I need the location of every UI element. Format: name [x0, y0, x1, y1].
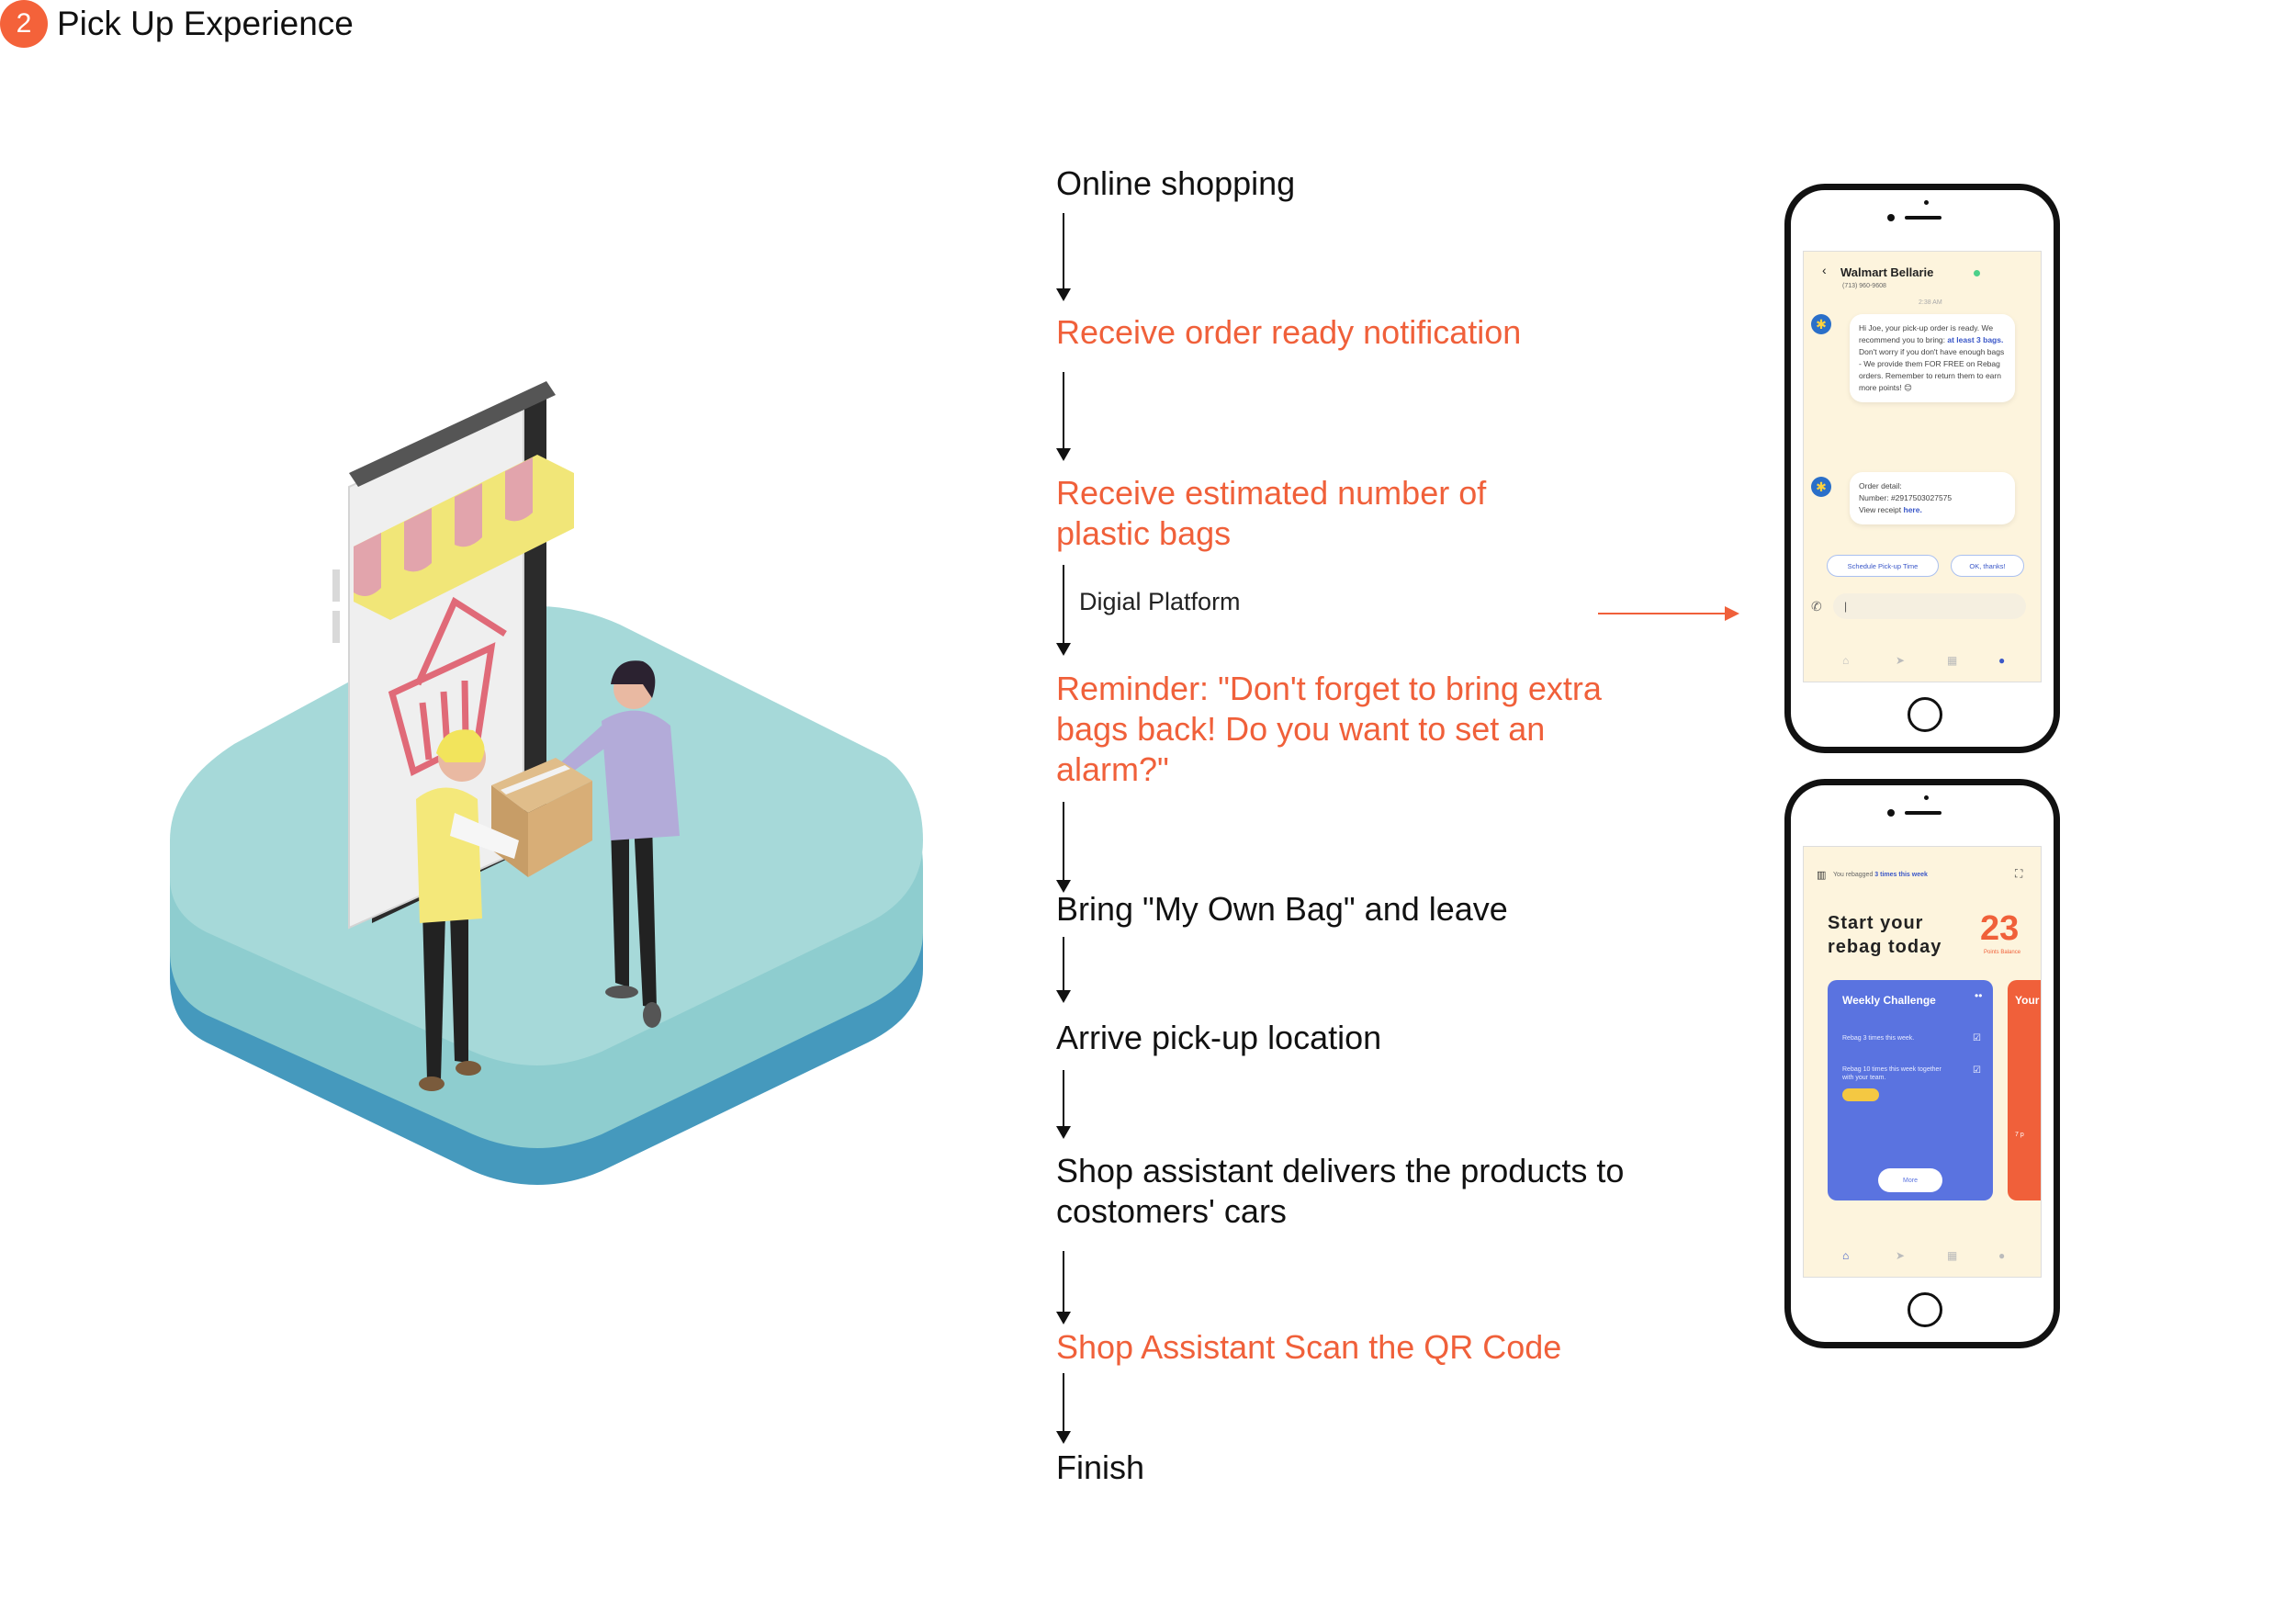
flow-arrow	[1056, 372, 1071, 461]
step-scan-qr: Shop Assistant Scan the QR Code	[1056, 1328, 1562, 1366]
rebag-count: You rebagged 3 times this week	[1833, 872, 1928, 878]
more-button[interactable]: More	[1878, 1168, 1942, 1192]
side-card[interactable]: Your 7 p	[2008, 980, 2041, 1200]
flow-arrow	[1056, 802, 1071, 893]
side-card-title: Your	[2015, 994, 2040, 1007]
step-order-ready: Receive order ready notification	[1056, 313, 1522, 351]
challenge-title: Weekly Challenge	[1842, 994, 1936, 1007]
order-number: Number: #2917503027575	[1859, 493, 1953, 502]
digital-platform-note: Digial Platform	[1079, 588, 1241, 615]
headline: Start your rebag today	[1828, 913, 1942, 957]
phone-home: ▥ You rebagged 3 times this week ⛶ Start…	[1784, 779, 2060, 1348]
scan-icon[interactable]: ⛶	[2015, 867, 2023, 880]
store-name: Walmart Bellarie	[1840, 265, 1934, 279]
home-icon[interactable]: ⌂	[1842, 1249, 1850, 1262]
back-chevron-icon[interactable]: ‹	[1822, 263, 1827, 277]
receipt-link[interactable]: here.	[1903, 505, 1922, 514]
flow-arrow	[1056, 213, 1071, 301]
flow-arrow	[1056, 937, 1071, 1003]
more-dots-icon[interactable]: ••	[1975, 989, 1983, 1002]
phone-camera	[1887, 809, 1895, 817]
points-value: 23	[1980, 909, 2020, 948]
user-icon[interactable]: ●	[1998, 654, 2006, 667]
grid-icon[interactable]: ▦	[1947, 654, 1958, 667]
grid-icon[interactable]: ▦	[1947, 1249, 1958, 1262]
chat-time: 2:38 AM	[1919, 299, 1942, 306]
phone-speaker	[1905, 216, 1941, 220]
step-reminder: Reminder: "Don't forget to bring extra b…	[1056, 670, 1602, 788]
schedule-pickup-button[interactable]: Schedule Pick-up Time	[1827, 555, 1939, 577]
barcode-icon: ▥	[1817, 870, 1827, 881]
step-estimated-bags: Receive estimated number of plastic bags	[1056, 474, 1487, 552]
walmart-spark-icon: ✱	[1811, 314, 1831, 334]
order-label: Order detail:	[1859, 481, 1902, 490]
online-status-dot	[1974, 270, 1980, 276]
user-icon[interactable]: ●	[1998, 1249, 2006, 1262]
ok-thanks-button[interactable]: OK, thanks!	[1951, 555, 2024, 577]
flow-arrow	[1056, 1251, 1071, 1324]
step-bring-bag: Bring "My Own Bag" and leave	[1056, 890, 1508, 928]
section-title: 2 Pick Up Experience	[0, 0, 2296, 48]
check-box-icon: ☑	[1973, 1033, 1981, 1043]
step-badge: 2	[0, 0, 48, 48]
phone-camera	[1887, 214, 1895, 221]
chat-message-bags: Hi Joe, your pick-up order is ready. We …	[1850, 314, 2015, 402]
step-finish: Finish	[1056, 1448, 1145, 1486]
flow-arrow	[1056, 1070, 1071, 1139]
phone-icon[interactable]: ✆	[1811, 599, 1822, 614]
basket-icon	[388, 596, 507, 777]
challenge-item-1: Rebag 3 times this week.	[1842, 1035, 1915, 1042]
weekly-challenge-card[interactable]: Weekly Challenge •• Rebag 3 times this w…	[1828, 980, 1993, 1200]
step-deliver: Shop assistant delivers the products to …	[1056, 1152, 1625, 1230]
chat-message-order: Order detail: Number: #2917503027575 Vie…	[1850, 472, 2015, 524]
link-arrow	[1598, 606, 1739, 621]
store-phone: (713) 960-9608	[1842, 283, 1886, 289]
home-icon[interactable]: ⌂	[1842, 654, 1850, 667]
phone-chat: ‹ Walmart Bellarie (713) 960-9608 2:38 A…	[1784, 184, 2060, 753]
package-box	[491, 758, 592, 877]
check-box-icon: ☑	[1973, 1065, 1981, 1076]
pickup-illustration	[170, 381, 923, 1185]
cursor-icon[interactable]: ➤	[1896, 1249, 1906, 1262]
chat-screen: ‹ Walmart Bellarie (713) 960-9608 2:38 A…	[1803, 251, 2042, 682]
chat-input[interactable]: |	[1833, 593, 2026, 619]
section-label: Pick Up Experience	[57, 5, 354, 42]
phone-sensor	[1924, 200, 1929, 205]
phone-sensor	[1924, 795, 1929, 800]
flow-arrow	[1056, 565, 1071, 656]
flow-arrow	[1056, 1373, 1071, 1444]
points-label: Points Balance	[1984, 950, 2021, 955]
team-avatars	[1842, 1088, 1879, 1101]
step-arrive: Arrive pick-up location	[1056, 1019, 1382, 1056]
challenge-item-2: Rebag 10 times this week together with y…	[1842, 1066, 1941, 1081]
phone-speaker	[1905, 811, 1941, 815]
side-card-text: 7 p	[2015, 1132, 2024, 1138]
phone-home-button	[1908, 1292, 1942, 1327]
phone-home-button	[1908, 697, 1942, 732]
home-screen: ▥ You rebagged 3 times this week ⛶ Start…	[1803, 846, 2042, 1278]
assistant-figure	[416, 729, 519, 1091]
walmart-spark-icon: ✱	[1811, 477, 1831, 497]
cursor-icon[interactable]: ➤	[1896, 654, 1906, 667]
step-online-shopping: Online shopping	[1056, 164, 1296, 202]
